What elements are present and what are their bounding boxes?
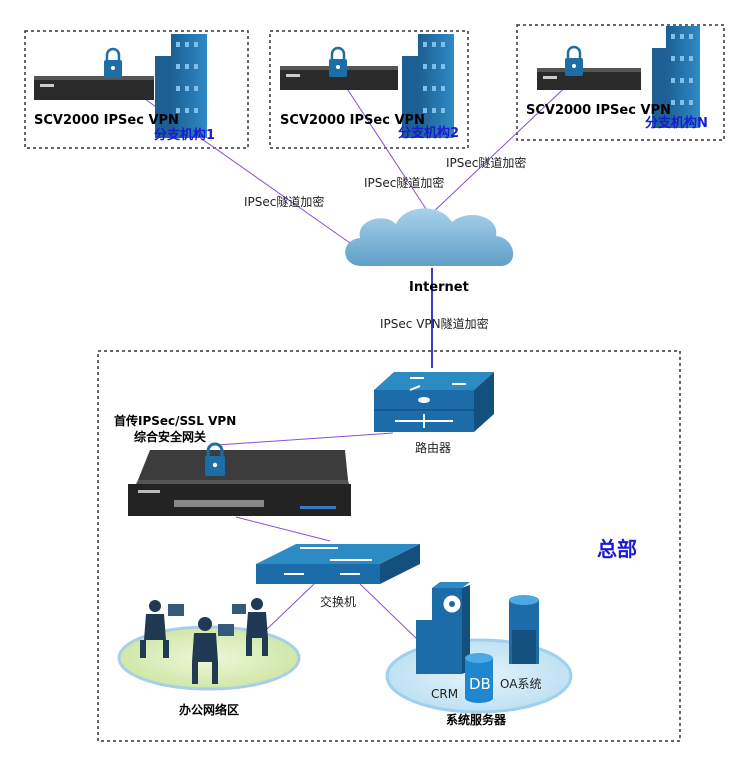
gateway-label-line1: 首传IPSec/SSL VPN <box>114 413 236 428</box>
switch-icon <box>256 544 420 584</box>
branch-box-2 <box>269 30 469 149</box>
office-label: 办公网络区 <box>179 702 239 717</box>
person-icon <box>192 617 234 684</box>
branch-2-name: 分支机构2 <box>398 125 459 141</box>
tunnel-label-2: IPSec隧道加密 <box>364 175 444 190</box>
hq-title: 总部 <box>597 537 637 561</box>
building-icon <box>652 26 700 128</box>
oa-label: OA系统 <box>500 677 541 691</box>
vpn-device-branch-1 <box>34 76 154 100</box>
branch-1-name: 分支机构1 <box>154 127 215 143</box>
tunnel-label-1: IPSec隧道加密 <box>244 194 324 209</box>
branch-n-device-label: SCV2000 IPSec VPN <box>526 103 671 118</box>
branch-1-device-label: SCV2000 IPSec VPN <box>34 113 179 128</box>
person-icon <box>232 598 268 656</box>
security-gateway-device <box>128 450 351 516</box>
lock-icon <box>104 47 122 78</box>
person-icon <box>140 600 184 658</box>
server-icon <box>416 582 470 674</box>
cloud-icon <box>345 208 514 266</box>
database-icon <box>465 653 493 703</box>
branch-2-device-label: SCV2000 IPSec VPN <box>280 113 425 128</box>
server-icon <box>509 595 539 664</box>
hq-box <box>97 350 681 742</box>
internet-label: Internet <box>409 280 469 295</box>
branch-box-n <box>516 24 725 141</box>
vpn-device-branch-n <box>537 68 641 90</box>
db-label: DB <box>469 675 491 693</box>
tunnel-label-n: IPSec隧道加密 <box>446 155 526 170</box>
building-icon <box>155 34 207 138</box>
lock-icon <box>329 46 347 77</box>
building-icon <box>402 34 454 138</box>
tunnel-links <box>114 77 576 641</box>
lock-icon <box>565 45 583 76</box>
router-label: 路由器 <box>415 440 451 455</box>
lock-icon <box>205 442 225 476</box>
internet-link-label: IPSec VPN隧道加密 <box>380 316 489 331</box>
servers-label: 系统服务器 <box>446 712 507 727</box>
switch-label: 交换机 <box>320 594 356 609</box>
branch-n-name: 分支机构N <box>645 115 708 131</box>
branch-box-1 <box>24 30 249 149</box>
gateway-label-line2: 综合安全网关 <box>134 429 206 444</box>
router-icon <box>374 372 494 432</box>
crm-label: CRM <box>431 687 458 701</box>
